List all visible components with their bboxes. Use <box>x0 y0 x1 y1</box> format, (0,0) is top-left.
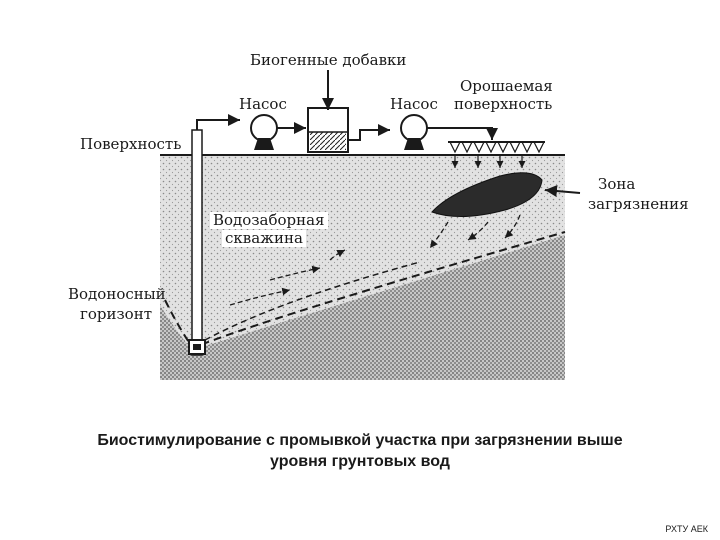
well-casing <box>191 129 203 356</box>
well-label-1: Водозаборная <box>210 212 328 229</box>
irrigated-label-2: поверхность <box>454 95 553 113</box>
pump-right-label: Насос <box>390 95 438 113</box>
contamination-plume <box>431 172 543 218</box>
nutrient-tank <box>307 107 349 153</box>
contamination-label-1: Зона <box>598 175 636 193</box>
contamination-label-2: загрязнения <box>588 195 689 213</box>
well-label-2: скважина <box>222 230 306 247</box>
pump-left-label: Насос <box>239 95 287 113</box>
aquifer-label-1: Водоносный <box>68 285 166 303</box>
pump-right-icon <box>400 114 428 150</box>
groundwater-table <box>164 231 566 350</box>
pump-left-icon <box>250 114 278 150</box>
nutrients-label: Биогенные добавки <box>250 51 407 69</box>
sprinkler-manifold <box>448 141 545 168</box>
footer-credit: РХТУ АЕК <box>665 524 708 534</box>
aquifer-label-2: горизонт <box>80 305 152 323</box>
aquifer-zone <box>160 235 565 380</box>
surface-label: Поверхность <box>80 135 182 153</box>
irrigated-label-1: Орошаемая <box>460 77 553 95</box>
caption-line-2: уровня грунтовых вод <box>270 453 450 470</box>
caption-line-1: Биостимулирование с промывкой участка пр… <box>97 432 623 449</box>
cone-of-depression <box>204 261 421 341</box>
figure-caption: Биостимулирование с промывкой участка пр… <box>40 430 680 472</box>
